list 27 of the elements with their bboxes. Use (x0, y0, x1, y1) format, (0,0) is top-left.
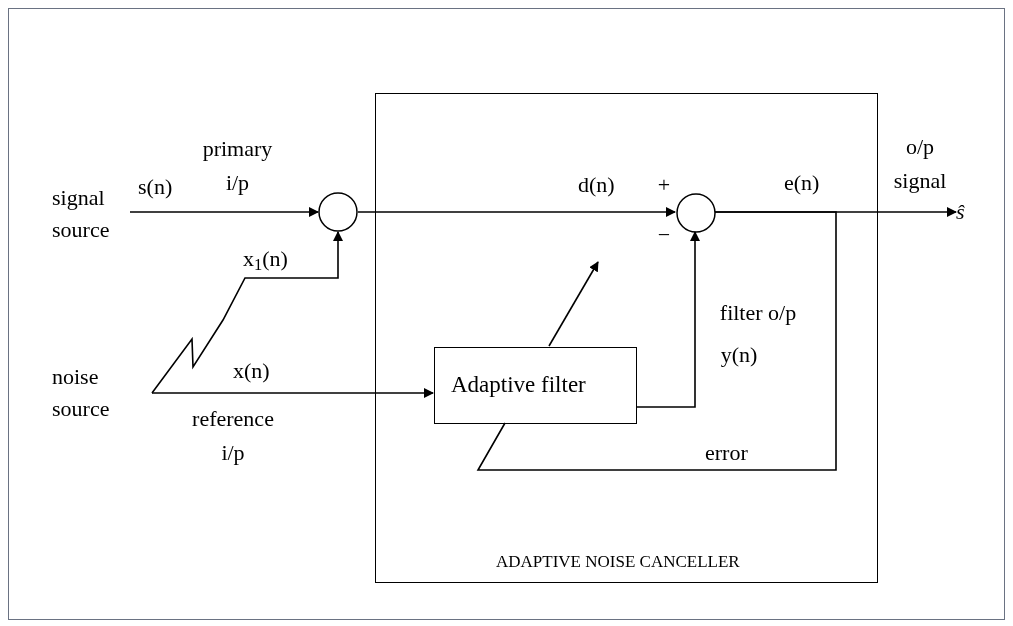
signal-label: filter o/p (718, 299, 798, 327)
signal-label: + (656, 171, 672, 199)
signal-label: o/p signal (892, 133, 948, 195)
summing-junction (676, 193, 716, 233)
feedback-line (476, 211, 837, 471)
filter-block: Adaptive filter (434, 347, 637, 424)
signal-label: − (656, 221, 672, 249)
edge-label: error (705, 439, 748, 467)
arrow (151, 388, 434, 398)
output-symbol: ŝ (956, 196, 974, 228)
arrow (151, 231, 343, 394)
canceller-block (375, 93, 878, 583)
source-label: noise source (52, 361, 152, 425)
block-heading: ADAPTIVE NOISE CANCELLER (496, 551, 740, 573)
edge-label: e(n) (784, 169, 820, 197)
summing-junction (318, 192, 358, 232)
arrow (635, 231, 700, 408)
source-label: signal source (52, 182, 130, 242)
edge-label: x(n) (233, 357, 270, 385)
arrow (357, 207, 676, 217)
edge-label: x$_{1}$(n) (243, 245, 288, 275)
signal-label: reference i/p (191, 405, 275, 467)
signal-label: y(n) (719, 341, 759, 369)
signal-label: primary i/p (201, 135, 274, 197)
edge-label: s(n) (138, 173, 173, 201)
arrow (129, 207, 319, 217)
edge-label: d(n) (578, 171, 615, 199)
